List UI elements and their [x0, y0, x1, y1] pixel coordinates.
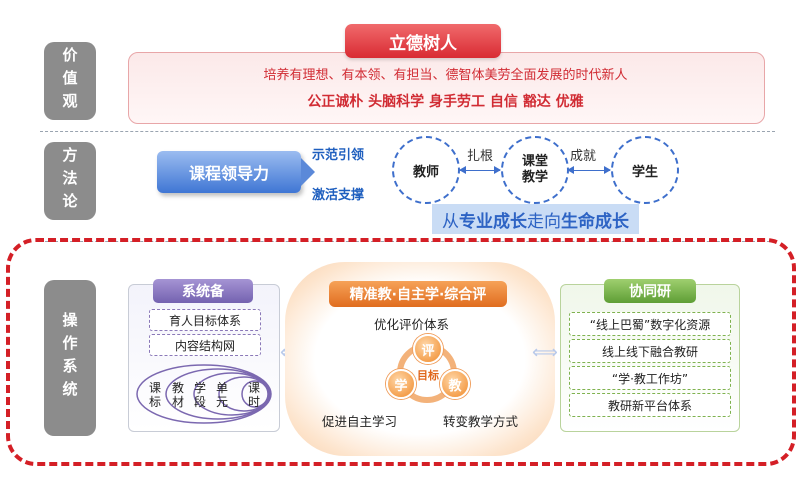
arrow-right-icon [301, 158, 315, 186]
growth-a: 专业成长 [459, 211, 527, 232]
layer-label-0: 课标 [148, 381, 161, 409]
left-panel-title: 系统备 [153, 279, 253, 303]
center-title: 精准教·自主学·综合评 [329, 281, 507, 307]
node-student-label: 学生 [631, 164, 658, 180]
growth-banner: 从专业成长走向生命成长 [432, 204, 639, 234]
divider [40, 131, 775, 132]
side-label-operation: 操作系统 [44, 280, 96, 436]
center-goal: 目标 [417, 369, 439, 382]
layer-label-2: 学段 [193, 381, 206, 409]
double-arrow-icon: ⟺ [532, 342, 558, 363]
node-teacher: 教师 [392, 136, 460, 204]
right-item-2: “学·教工作坊” [569, 366, 731, 390]
node-classroom-label: 课堂 教学 [521, 154, 548, 185]
right-item-1: 线上线下融合教研 [569, 339, 731, 363]
growth-prefix: 从 [442, 211, 459, 232]
center-top-label: 优化评价体系 [374, 317, 450, 332]
center-right-label: 转变教学方式 [443, 414, 519, 429]
layer-label-4: 课时 [247, 381, 260, 409]
values-line1: 培养有理想、有本领、有担当、德智体美劳全面发展的时代新人 [263, 68, 628, 83]
double-arrow-icon [567, 166, 611, 174]
double-arrow-icon [459, 166, 501, 174]
layer-label-1: 教材 [171, 381, 184, 409]
link-label-root: 扎根 [467, 149, 494, 164]
circle-teach: 教 [440, 369, 470, 399]
growth-b: 生命成长 [561, 211, 629, 232]
left-item-0: 育人目标体系 [149, 309, 261, 331]
layer-label-3: 单元 [215, 381, 228, 409]
link-label-achieve: 成就 [570, 149, 597, 164]
course-leadership-box: 课程领导力 [157, 151, 301, 193]
right-panel-title: 协同研 [604, 279, 696, 303]
operation-frame [6, 238, 796, 466]
right-item-3: 教研新平台体系 [569, 393, 731, 417]
left-item-1: 内容结构网 [149, 334, 261, 356]
values-line2: 公正诚朴 头脑科学 身手劳工 自信 豁达 优雅 [307, 94, 584, 110]
activate-label: 激活支撑 [312, 188, 365, 203]
circle-learn: 学 [386, 369, 416, 399]
right-item-0: “线上巴蜀”数字化资源 [569, 312, 731, 336]
center-left-label: 促进自主学习 [322, 414, 398, 429]
values-title: 立德树人 [345, 24, 501, 58]
circle-evaluate: 评 [413, 334, 443, 364]
side-label-values: 价值观 [44, 42, 96, 120]
demo-label: 示范引领 [312, 148, 365, 163]
side-label-methods: 方法论 [44, 142, 96, 220]
nested-ellipses [136, 364, 272, 424]
node-classroom: 课堂 教学 [501, 136, 569, 204]
growth-mid: 走向 [527, 211, 561, 232]
values-panel [128, 52, 765, 124]
node-student: 学生 [611, 136, 679, 204]
node-teacher-label: 教师 [412, 164, 439, 180]
